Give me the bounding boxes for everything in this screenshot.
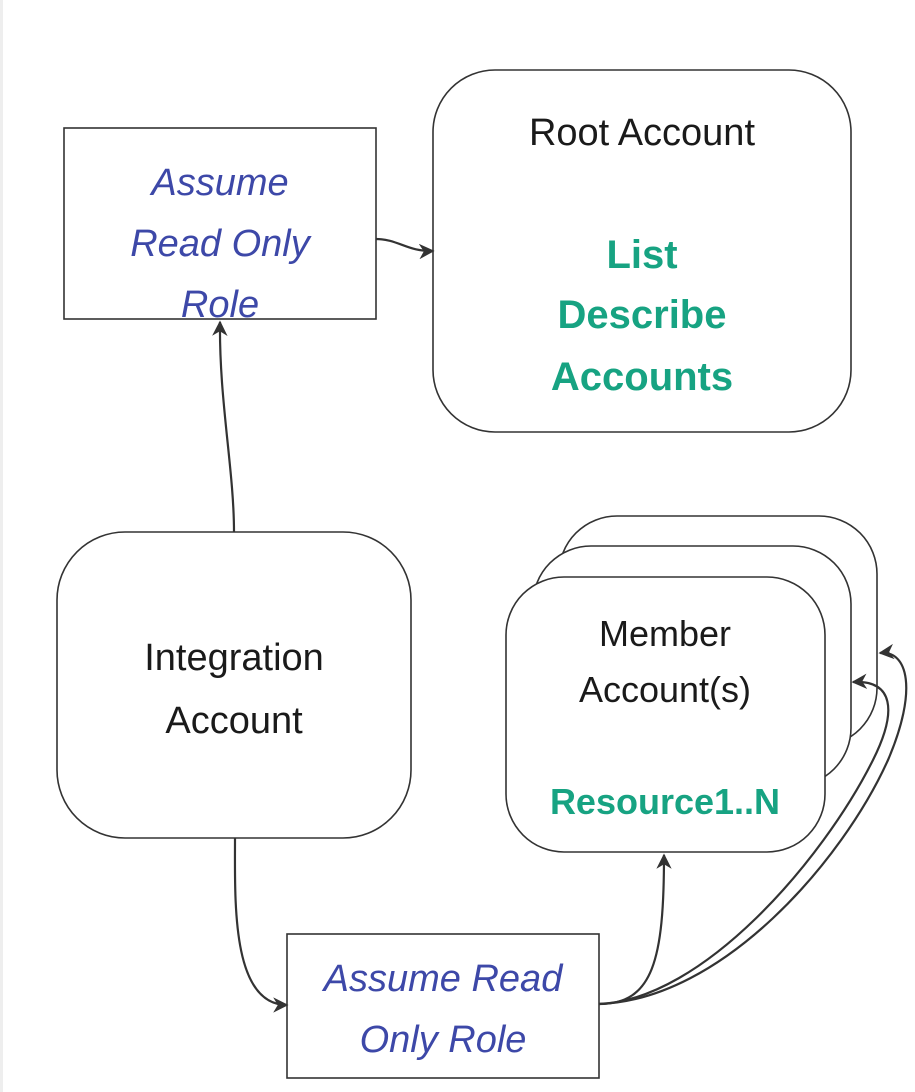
- edge-assume-bottom-to-member-middle: [598, 673, 890, 1006]
- resource-label: Resource1..N: [550, 781, 780, 822]
- action-label: List: [606, 233, 677, 277]
- action-label: Accounts: [551, 355, 733, 399]
- member-accounts-node: Member Account(s) Resource1..N: [505, 515, 878, 853]
- node-label: Assume: [149, 162, 288, 204]
- node-label: Only Role: [360, 1019, 527, 1061]
- action-label: Describe: [558, 293, 727, 337]
- node-label: Account: [165, 700, 303, 742]
- node-label: Role: [181, 284, 259, 326]
- edge-assume-bottom-to-member-back: [598, 643, 908, 1006]
- edge-assume-bottom-to-member-front: [598, 853, 672, 1006]
- edge-integration-to-assume-bottom: [233, 837, 289, 1013]
- node-label: Read Only: [130, 223, 312, 265]
- assume-role-bottom-node: Assume Read Only Role: [286, 933, 600, 1079]
- node-label: Member: [599, 613, 731, 654]
- edge-assume-top-to-root: [375, 237, 435, 260]
- root-account-node: Root Account List Describe Accounts: [432, 69, 852, 433]
- diagram: Assume Read Only Role Root Account List …: [56, 69, 908, 1079]
- node-label: Account(s): [579, 669, 751, 710]
- assume-role-top-node: Assume Read Only Role: [63, 127, 377, 326]
- member-account-card-front: [505, 576, 826, 853]
- node-title: Root Account: [529, 112, 755, 154]
- node-label: Assume Read: [322, 958, 565, 1000]
- node-label: Integration: [144, 637, 324, 679]
- edge-integration-to-assume-top: [212, 320, 236, 533]
- integration-account-node: Integration Account: [56, 531, 412, 839]
